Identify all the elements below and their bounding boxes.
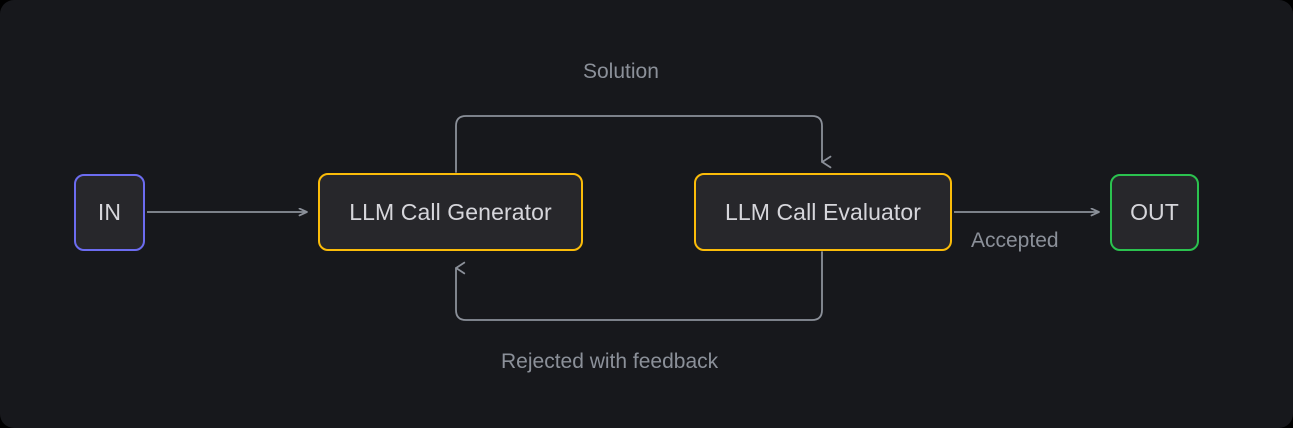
node-out-label: OUT [1130, 199, 1179, 225]
edge-label-solution: Solution [583, 60, 659, 83]
node-llm-call-generator-label: LLM Call Generator [349, 198, 552, 225]
node-llm-call-generator[interactable]: LLM Call Generator [318, 173, 583, 251]
node-in[interactable]: IN [74, 174, 145, 251]
edge-label-rejected-with-feedback: Rejected with feedback [501, 350, 719, 373]
edge-label-accepted: Accepted [971, 229, 1059, 252]
node-llm-call-evaluator-label: LLM Call Evaluator [724, 198, 922, 225]
node-out[interactable]: OUT [1110, 174, 1199, 251]
node-llm-call-evaluator[interactable]: LLM Call Evaluator [694, 173, 952, 251]
node-in-label: IN [97, 199, 122, 225]
